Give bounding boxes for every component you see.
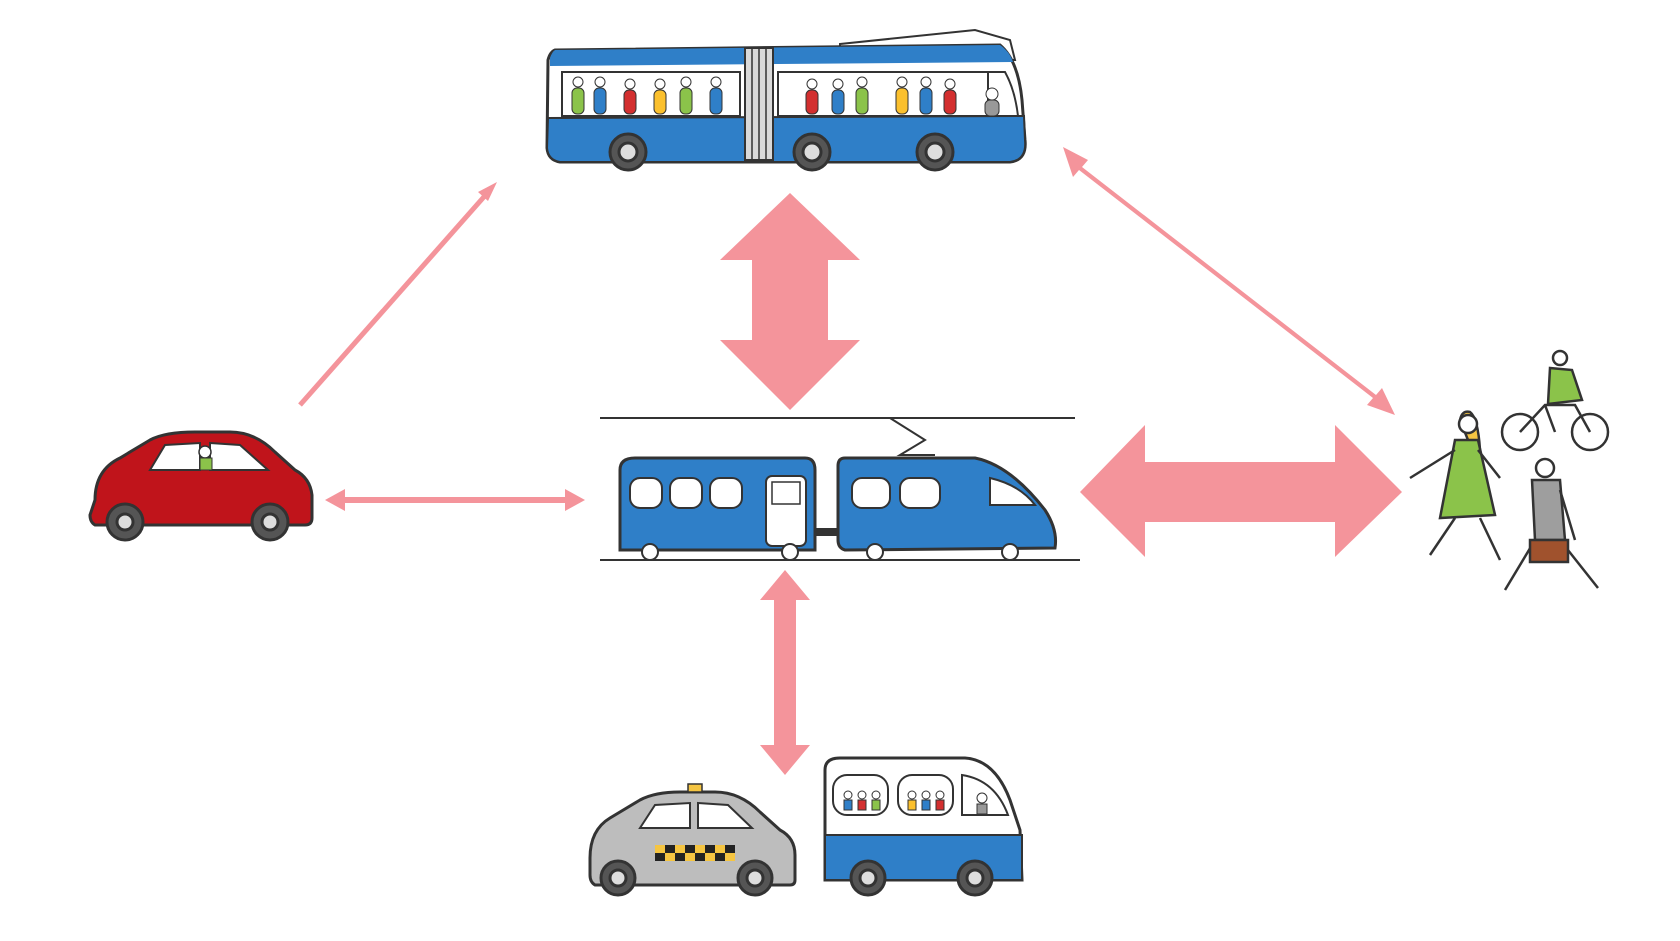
arrow-bus-active	[1063, 147, 1395, 415]
minibus-icon	[823, 756, 1024, 897]
taxi-icon	[588, 783, 797, 897]
cyclist-icon	[1500, 349, 1610, 452]
walking-woman-icon	[1409, 410, 1502, 561]
arrow-train-active	[1080, 425, 1402, 557]
articulated-bus-icon	[545, 28, 1027, 172]
arrow-car-to-bus	[298, 182, 497, 407]
arrow-train-taxi	[760, 570, 810, 775]
red-car-icon	[88, 430, 314, 542]
arrow-car-train	[325, 489, 585, 511]
pedestrians-cyclist-icon	[1409, 349, 1610, 591]
train-icon	[600, 417, 1080, 561]
walking-man-icon	[1503, 457, 1599, 591]
arrow-bus-train	[720, 193, 860, 410]
